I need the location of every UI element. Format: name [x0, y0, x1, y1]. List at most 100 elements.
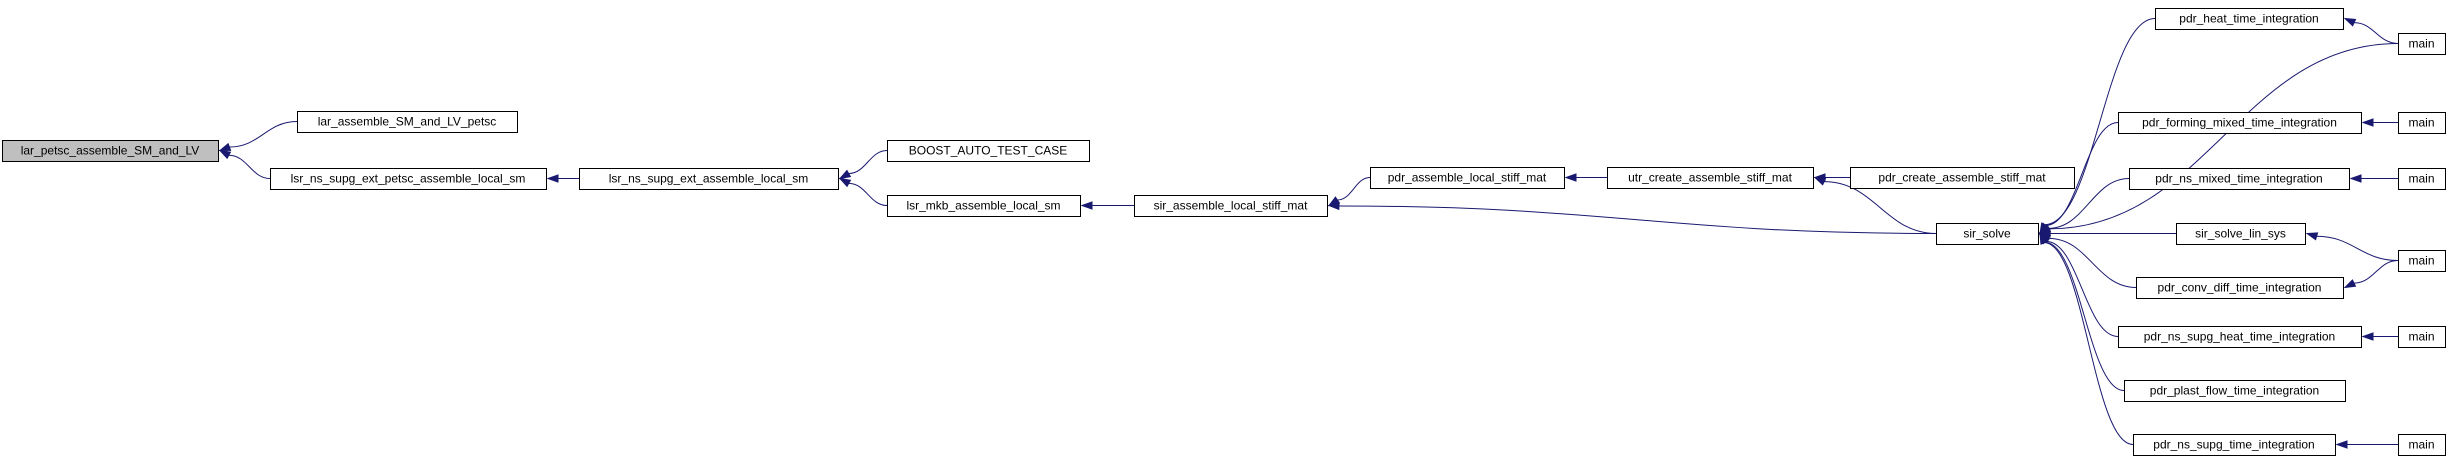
node-label: BOOST_AUTO_TEST_CASE: [909, 144, 1068, 158]
node-label: lsr_ns_supg_ext_petsc_assemble_local_sm: [291, 172, 526, 186]
node-box: [2118, 326, 2362, 348]
node-label: lar_assemble_SM_and_LV_petsc: [318, 115, 497, 129]
edge-main1-to-sir_solve: [2038, 43, 2399, 235]
node-label: pdr_ns_mixed_time_integration: [2155, 172, 2322, 186]
edge-main4-to-sir_lin: [2305, 232, 2399, 261]
node-box: [1936, 223, 2039, 245]
node-box: [1134, 195, 1328, 217]
edge-main1-to-pdr_heat: [2343, 17, 2399, 44]
edge-lsr_mkb-to-lsr_ext: [838, 177, 888, 206]
node-label: main: [2408, 172, 2434, 186]
node-box: [2398, 434, 2446, 456]
node-box: [579, 168, 839, 190]
node-label: sir_assemble_local_stiff_mat: [1154, 199, 1309, 213]
node-pdr-local[interactable]: pdr_assemble_local_stiff_mat: [1370, 167, 1565, 189]
edge-main6-to-pdr_supg_time: [2335, 440, 2398, 449]
node-sir-solve[interactable]: sir_solve: [1936, 223, 2039, 245]
node-label: main: [2408, 37, 2434, 51]
edge-utr-to-pdr_local: [1564, 173, 1607, 182]
nodes-layer: lar_petsc_assemble_SM_and_LV lar_assemble…: [2, 8, 2446, 456]
node-box: [2155, 8, 2344, 30]
node-box: [2398, 168, 2446, 190]
node-label: main: [2408, 330, 2434, 344]
node-box: [887, 140, 1090, 162]
node-label: lsr_ns_supg_ext_assemble_local_sm: [609, 172, 808, 186]
node-box: [2124, 380, 2346, 402]
edge-boost-to-lsr_ext: [838, 150, 888, 180]
edge-pdr_conv-to-sir_solve: [2038, 232, 2137, 288]
node-box: [2136, 277, 2344, 299]
node-label: lsr_mkb_assemble_local_sm: [906, 199, 1060, 213]
node-label: pdr_plast_flow_time_integration: [2150, 384, 2319, 398]
edge-sir_lin-to-sir_solve: [2038, 229, 2176, 238]
node-lsr-ext[interactable]: lsr_ns_supg_ext_assemble_local_sm: [579, 168, 839, 190]
node-label: sir_solve: [1963, 227, 2011, 241]
node-box: [2398, 33, 2446, 55]
edge-lsr_ext-to-lsr_petsc: [546, 174, 579, 183]
edge-lar_assemble-to-root: [218, 121, 298, 152]
node-label: pdr_conv_diff_time_integration: [2158, 281, 2322, 295]
node-box: [887, 195, 1081, 217]
node-label: main: [2408, 254, 2434, 268]
node-sir-lin[interactable]: sir_solve_lin_sys: [2176, 223, 2306, 245]
node-label: utr_create_assemble_stiff_mat: [1628, 171, 1793, 185]
node-box: [2, 140, 219, 162]
edge-pdr_supg_time-to-sir_solve: [2039, 232, 2134, 445]
node-lsr-mkb[interactable]: lsr_mkb_assemble_local_sm: [887, 195, 1081, 217]
node-pdr-heat[interactable]: pdr_heat_time_integration: [2155, 8, 2344, 30]
edge-lsr_petsc-to-root: [218, 149, 271, 179]
node-box: [1607, 167, 1814, 189]
node-label: sir_solve_lin_sys: [2195, 227, 2286, 241]
node-pdr-supg-heat[interactable]: pdr_ns_supg_heat_time_integration: [2118, 326, 2362, 348]
edge-pdr_plast-to-sir_solve: [2039, 232, 2125, 391]
node-main4[interactable]: main: [2398, 250, 2446, 272]
node-label: pdr_ns_supg_heat_time_integration: [2144, 330, 2335, 344]
node-pdr-create[interactable]: pdr_create_assemble_stiff_mat: [1850, 167, 2075, 189]
edge-sir_solve-to-utr: [1813, 176, 1937, 234]
node-main1[interactable]: main: [2398, 33, 2446, 55]
node-box: [2398, 112, 2446, 134]
node-box: [270, 168, 547, 190]
node-label: main: [2408, 438, 2434, 452]
node-box: [297, 111, 518, 133]
node-main6[interactable]: main: [2398, 434, 2446, 456]
node-label: lar_petsc_assemble_SM_and_LV: [21, 144, 200, 158]
node-boost[interactable]: BOOST_AUTO_TEST_CASE: [887, 140, 1090, 162]
node-main2[interactable]: main: [2398, 112, 2446, 134]
node-pdr-supg-time[interactable]: pdr_ns_supg_time_integration: [2133, 434, 2336, 456]
node-main3[interactable]: main: [2398, 168, 2446, 190]
edge-pdr_local-to-sir_local: [1327, 177, 1371, 207]
node-label: pdr_forming_mixed_time_integration: [2142, 116, 2337, 130]
node-box: [2118, 112, 2362, 134]
edge-sir_solve-to-sir_local: [1327, 201, 1937, 234]
node-box: [2398, 326, 2446, 348]
edge-main5-to-pdr_supg_heat: [2361, 332, 2398, 341]
node-box: [1370, 167, 1565, 189]
edge-main2-to-pdr_forming: [2361, 118, 2398, 127]
node-box: [2176, 223, 2306, 245]
node-box: [2133, 434, 2336, 456]
node-root[interactable]: lar_petsc_assemble_SM_and_LV: [2, 140, 219, 162]
node-sir-local[interactable]: sir_assemble_local_stiff_mat: [1134, 195, 1328, 217]
node-pdr-conv[interactable]: pdr_conv_diff_time_integration: [2136, 277, 2344, 299]
node-box: [1850, 167, 2075, 189]
node-label: pdr_ns_supg_time_integration: [2153, 438, 2314, 452]
node-label: pdr_heat_time_integration: [2179, 12, 2318, 26]
node-pdr-forming[interactable]: pdr_forming_mixed_time_integration: [2118, 112, 2362, 134]
edges-layer: [218, 17, 2399, 449]
node-box: [2398, 250, 2446, 272]
edge-main4-to-pdr_conv: [2343, 260, 2399, 289]
edge-pdr_supg_heat-to-sir_solve: [2039, 232, 2119, 337]
node-label: pdr_create_assemble_stiff_mat: [1878, 171, 2046, 185]
node-utr[interactable]: utr_create_assemble_stiff_mat: [1607, 167, 1814, 189]
node-pdr-ns-mixed[interactable]: pdr_ns_mixed_time_integration: [2129, 168, 2350, 190]
node-label: main: [2408, 116, 2434, 130]
node-lsr-petsc[interactable]: lsr_ns_supg_ext_petsc_assemble_local_sm: [270, 168, 547, 190]
node-lar-assemble[interactable]: lar_assemble_SM_and_LV_petsc: [297, 111, 518, 133]
node-pdr-plast[interactable]: pdr_plast_flow_time_integration: [2124, 380, 2346, 402]
edge-main3-to-pdr_ns_mixed: [2349, 174, 2398, 183]
node-main5[interactable]: main: [2398, 326, 2446, 348]
edge-sir_local-to-lsr_mkb: [1080, 201, 1135, 210]
node-box: [2129, 168, 2350, 190]
